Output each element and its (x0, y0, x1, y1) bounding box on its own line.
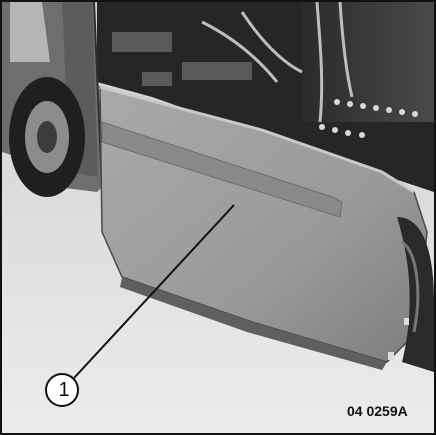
callout-circle (45, 373, 79, 407)
callout-leader-line (73, 204, 235, 379)
skirt-shadow (120, 277, 387, 370)
front-wheel (9, 77, 85, 197)
hoses (201, 2, 354, 123)
tank-body (302, 2, 434, 122)
skirt-groove (101, 121, 343, 218)
cab-panel (10, 2, 50, 62)
rear-wheel (397, 217, 434, 372)
callout-number: 1 (58, 379, 70, 401)
figure-reference-code: 04 0259A (347, 403, 408, 419)
tank-bolts (319, 99, 418, 138)
skirt-mount-brackets (388, 318, 409, 360)
chassis-parts (112, 32, 252, 86)
